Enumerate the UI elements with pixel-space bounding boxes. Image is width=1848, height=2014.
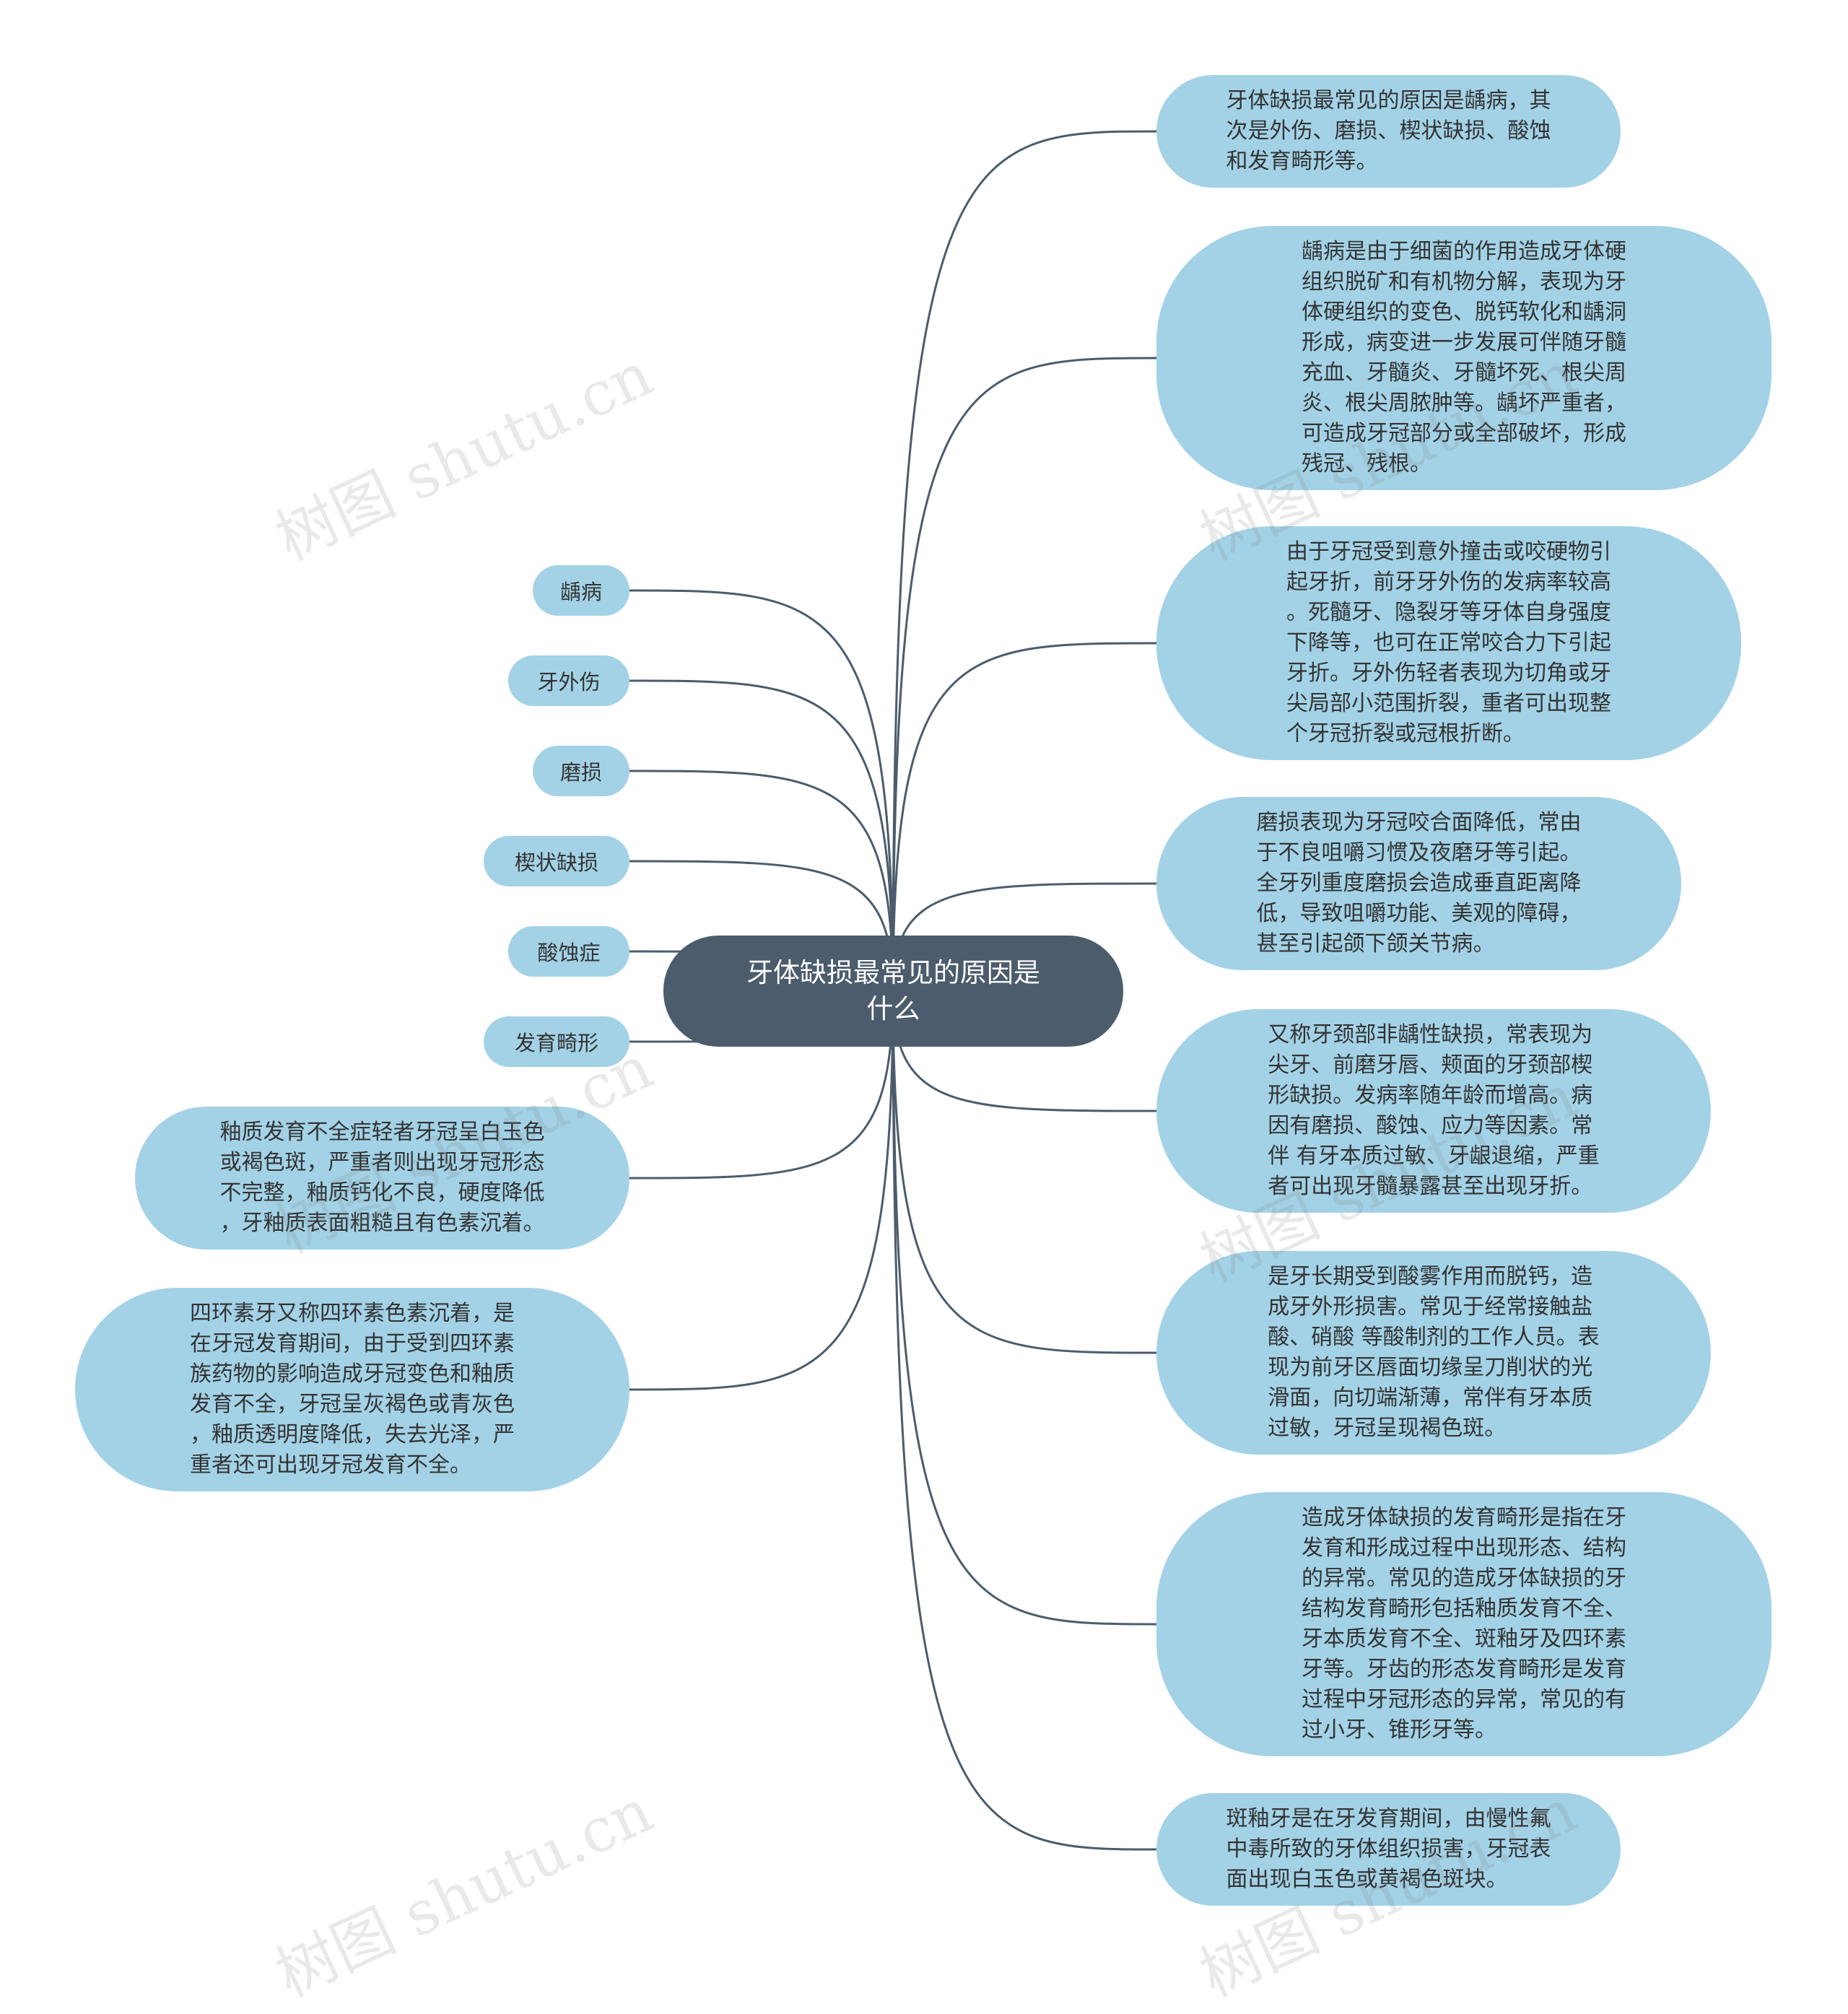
note-node[interactable]: 牙体缺损最常见的原因是龋病，其 次是外伤、磨损、楔状缺损、酸蚀 和发育畸形等。 — [1156, 75, 1621, 188]
central-topic-label: 牙体缺损最常见的原因是 什么 — [746, 957, 1040, 1024]
note-node-text: 磨损表现为牙冠咬合面降低，常由 于不良咀嚼习惯及夜磨牙等引起。 全牙列重度磨损会… — [1256, 810, 1582, 956]
connector-line — [629, 770, 894, 992]
connector-line — [892, 130, 1157, 992]
leaf-node-label: 磨损 — [559, 760, 602, 785]
note-node-text: 造成牙体缺损的发育畸形是指在牙 发育和形成过程中出现形态、结构 的异常。常见的造… — [1302, 1505, 1626, 1743]
note-node-text: 四环素牙又称四环素色素沉着，是 在牙冠发育期间，由于受到四环素 族药物的影响造成… — [190, 1301, 515, 1478]
connector-line — [892, 990, 1157, 1851]
leaf-node-label: 楔状缺损 — [514, 850, 598, 875]
leaf-node-label: 龋病 — [559, 580, 602, 604]
note-node[interactable]: 是牙长期受到酸雾作用而脱钙，造 成牙外形损害。常见于经常接触盐 酸、硝酸 等酸制… — [1156, 1251, 1711, 1455]
note-node-text: 釉质发育不全症轻者牙冠呈白玉色 或褐色斑，严重者则出现牙冠形态 不完整，釉质钙化… — [219, 1120, 545, 1236]
connector-line — [629, 589, 894, 992]
connector-line — [892, 642, 1157, 992]
note-node-text: 又称牙颈部非龋性缺损，常表现为 尖牙、前磨牙唇、颊面的牙颈部楔 形缺损。发病率随… — [1268, 1022, 1600, 1199]
leaf-node-label: 发育畸形 — [514, 1031, 598, 1055]
note-node[interactable]: 斑釉牙是在牙发育期间，由慢性氟 中毒所致的牙体组织损害，牙冠表 面出现白玉色或黄… — [1156, 1793, 1621, 1906]
leaf-node-label: 酸蚀症 — [537, 941, 601, 965]
leaf-node[interactable]: 发育畸形 — [484, 1016, 629, 1067]
note-node[interactable]: 龋病是由于细菌的作用造成牙体硬 组织脱矿和有机物分解，表现为牙 体硬组织的变色、… — [1156, 226, 1771, 490]
leaf-node[interactable]: 楔状缺损 — [484, 836, 629, 886]
central-topic[interactable]: 牙体缺损最常见的原因是 什么 — [663, 936, 1123, 1047]
note-node-text: 是牙长期受到酸雾作用而脱钙，造 成牙外形损害。常见于经常接触盐 酸、硝酸 等酸制… — [1268, 1264, 1600, 1441]
note-node-text: 牙体缺损最常见的原因是龋病，其 次是外伤、磨损、楔状缺损、酸蚀 和发育畸形等。 — [1226, 88, 1551, 174]
note-node[interactable]: 磨损表现为牙冠咬合面降低，常由 于不良咀嚼习惯及夜磨牙等引起。 全牙列重度磨损会… — [1156, 797, 1681, 970]
note-node[interactable]: 四环素牙又称四环素色素沉着，是 在牙冠发育期间，由于受到四环素 族药物的影响造成… — [75, 1288, 629, 1491]
connector-line — [892, 990, 1157, 1354]
note-node[interactable]: 造成牙体缺损的发育畸形是指在牙 发育和形成过程中出现形态、结构 的异常。常见的造… — [1156, 1492, 1771, 1756]
connector-line — [629, 679, 894, 992]
leaf-node[interactable]: 龋病 — [533, 565, 629, 616]
connector-line — [892, 357, 1157, 992]
leaf-node[interactable]: 牙外伤 — [508, 655, 629, 706]
note-node-text: 斑釉牙是在牙发育期间，由慢性氟 中毒所致的牙体组织损害，牙冠表 面出现白玉色或黄… — [1226, 1806, 1551, 1892]
connector-line — [629, 990, 894, 1180]
note-node-text: 由于牙冠受到意外撞击或咬硬物引 起牙折，前牙牙外伤的发病率较高 。死髓牙、隐裂牙… — [1286, 539, 1611, 746]
leaf-node-label: 牙外伤 — [537, 670, 601, 694]
leaf-node[interactable]: 酸蚀症 — [508, 926, 629, 977]
connector-line — [629, 990, 894, 1391]
note-node[interactable]: 由于牙冠受到意外撞击或咬硬物引 起牙折，前牙牙外伤的发病率较高 。死髓牙、隐裂牙… — [1156, 526, 1741, 760]
note-node-text: 龋病是由于细菌的作用造成牙体硬 组织脱矿和有机物分解，表现为牙 体硬组织的变色、… — [1302, 239, 1626, 476]
connector-line — [892, 990, 1157, 1626]
leaf-node[interactable]: 磨损 — [533, 746, 629, 796]
note-node[interactable]: 又称牙颈部非龋性缺损，常表现为 尖牙、前磨牙唇、颊面的牙颈部楔 形缺损。发病率随… — [1156, 1009, 1711, 1213]
note-node[interactable]: 釉质发育不全症轻者牙冠呈白玉色 或褐色斑，严重者则出现牙冠形态 不完整，釉质钙化… — [135, 1107, 629, 1250]
